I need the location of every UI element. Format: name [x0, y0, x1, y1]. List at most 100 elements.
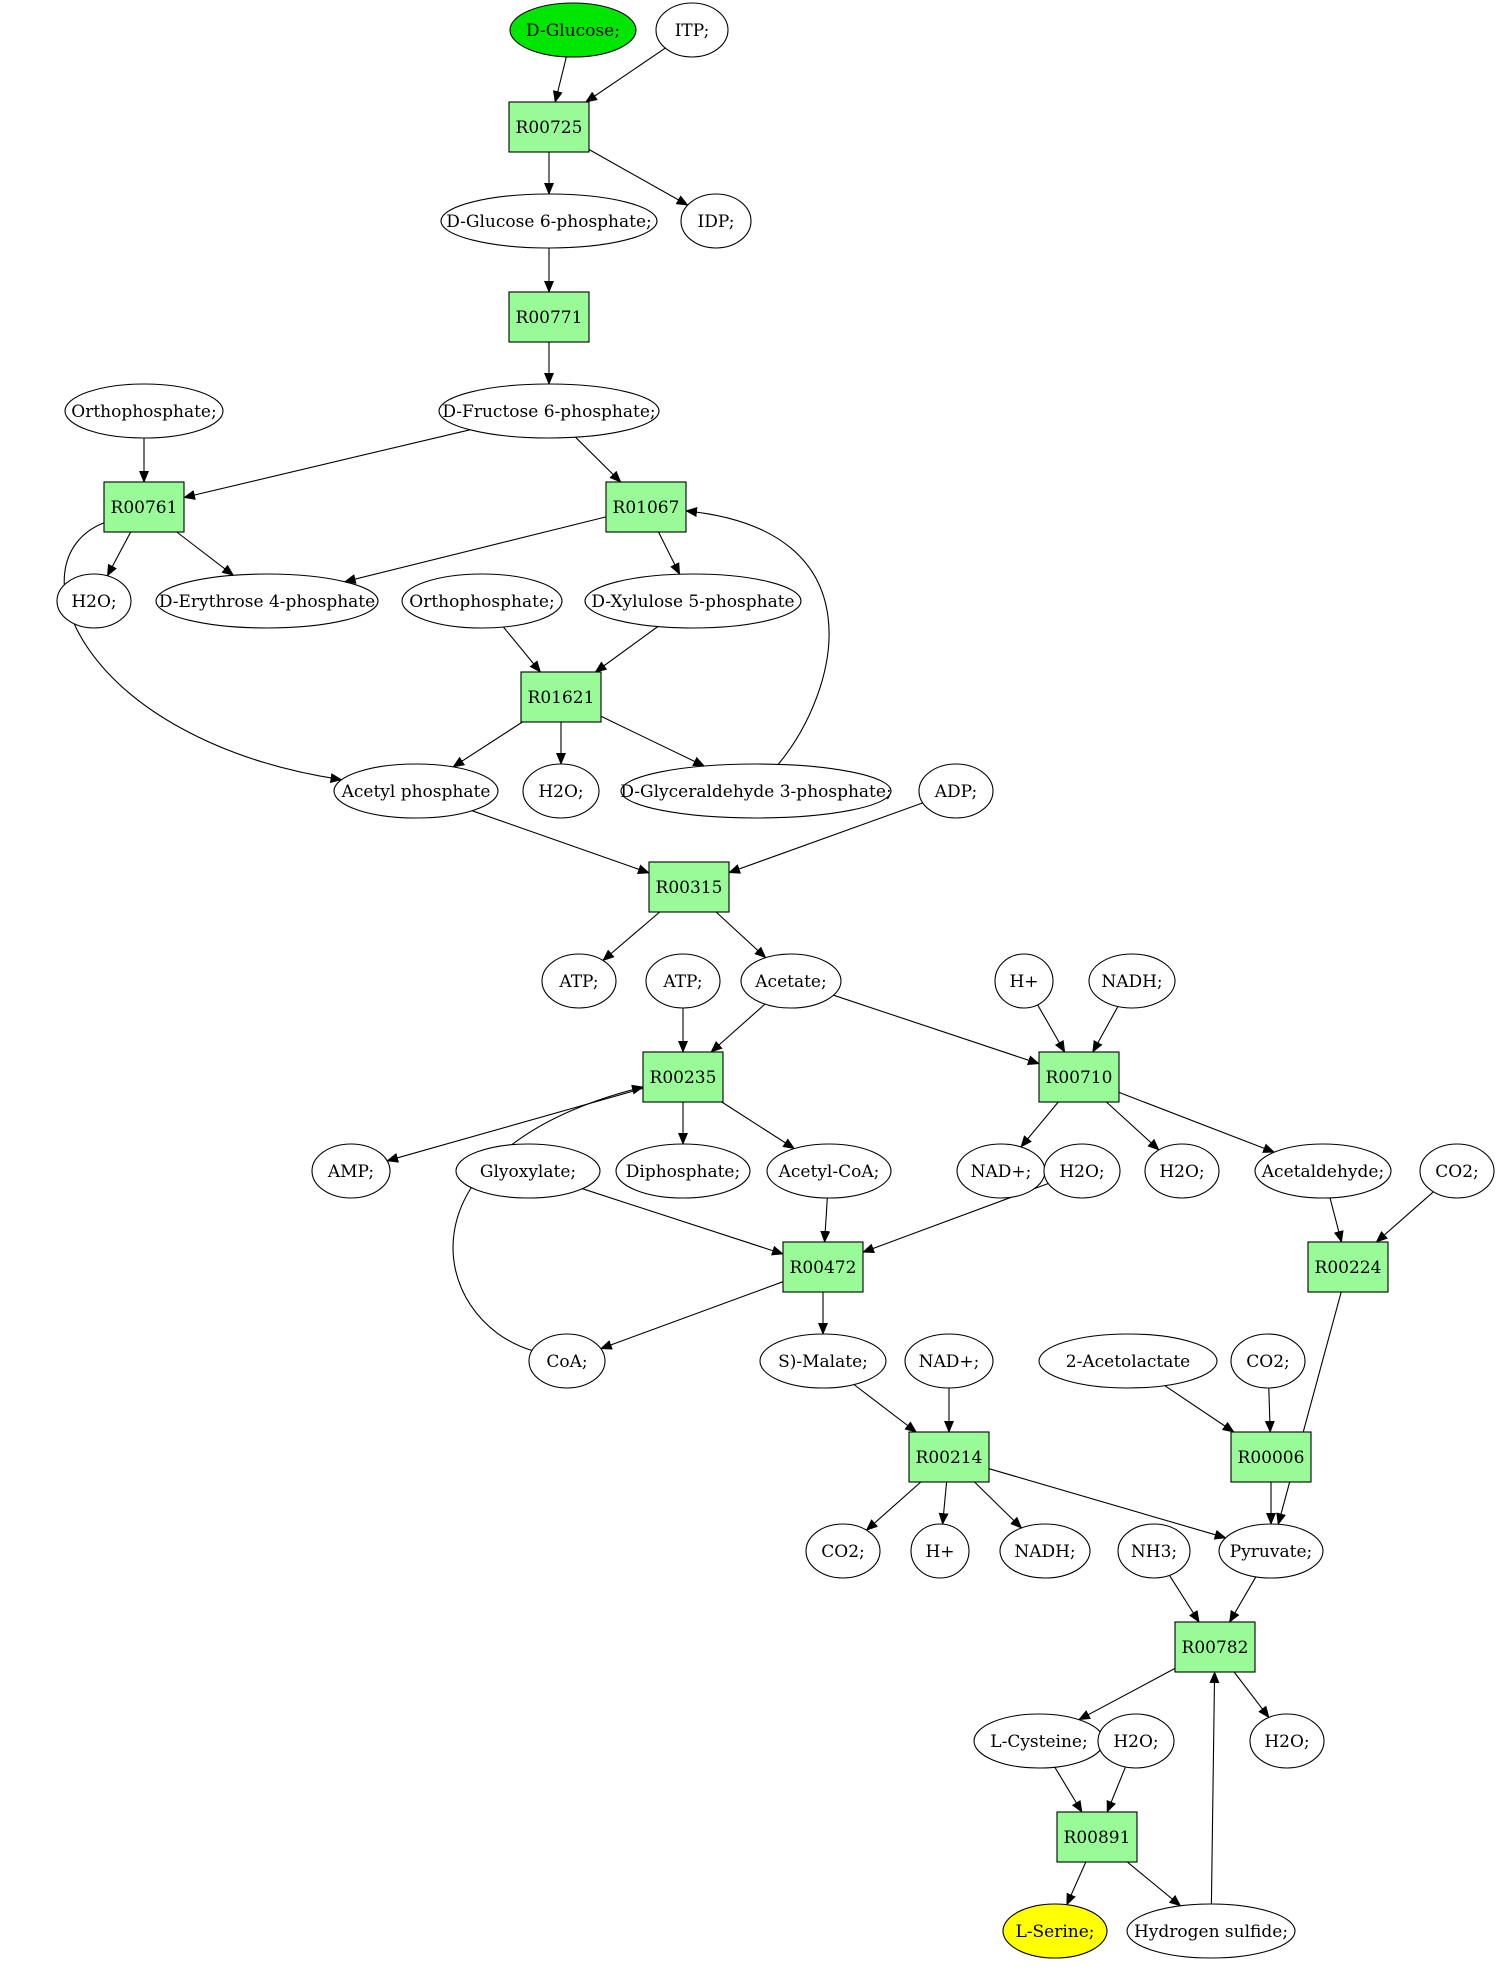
edge-h2s-to-R00782: [1209, 1671, 1220, 1905]
edge-R01067-to-x5p: [658, 531, 681, 576]
edge-R00315-to-acetate: [715, 911, 767, 959]
edge-glyox-to-R00472: [582, 1188, 784, 1256]
edge-R00761-to-h2o_1: [106, 531, 132, 577]
metabolite-shape: [584, 573, 802, 629]
edge-acp-to-R00315: [471, 810, 650, 874]
metabolite-node-co2_2: CO2;: [1230, 1333, 1306, 1389]
reaction-node-R00782: R00782: [1174, 1621, 1256, 1673]
metabolite-node-serine: L-Serine;: [1002, 1903, 1108, 1959]
metabolite-node-co2_3: CO2;: [805, 1523, 881, 1579]
metabolite-node-f6p: D-Fructose 6-phosphate;: [438, 383, 660, 439]
edge-x5p-to-R01621: [594, 626, 659, 673]
reaction-label: R00472: [790, 1258, 857, 1278]
metabolite-node-ortho1: Orthophosphate;: [64, 383, 224, 439]
metabolite-shape: [56, 573, 132, 629]
metabolite-node-h2o_5: H2O;: [1097, 1713, 1175, 1769]
reaction-box: [782, 1241, 864, 1293]
metabolite-node-glucose: D-Glucose;: [509, 2, 637, 58]
metabolite-label: Orthophosphate;: [71, 402, 216, 422]
metabolite-shape: [1126, 1903, 1296, 1959]
edge-g3p-to-R01067: [685, 507, 830, 765]
metabolite-node-cys: L-Cysteine;: [973, 1713, 1105, 1769]
metabolite-label: H2O;: [1113, 1732, 1158, 1752]
edge-nh3-to-R00782: [1169, 1575, 1200, 1623]
metabolite-node-h2o_4: H2O;: [1144, 1143, 1220, 1199]
metabolite-node-acetate: Acetate;: [740, 953, 842, 1009]
metabolite-node-malate: S)-Malate;: [759, 1333, 887, 1389]
edge-R01067-to-e4p: [343, 516, 607, 584]
metabolite-node-nh3: NH3;: [1117, 1523, 1191, 1579]
metabolite-label: CO2;: [821, 1542, 865, 1562]
edge-R00214-to-nadh2: [974, 1481, 1023, 1529]
reaction-box: [508, 101, 590, 153]
metabolite-label: NAD+;: [971, 1162, 1032, 1182]
metabolite-label: H2O;: [1264, 1732, 1309, 1752]
metabolite-node-h2o_3: H2O;: [1043, 1143, 1121, 1199]
metabolite-label: Acetyl-CoA;: [778, 1162, 880, 1182]
edge-glucose-to-R00725: [552, 56, 567, 103]
reaction-label: R01621: [528, 688, 595, 708]
metabolite-shape: [1218, 1523, 1324, 1579]
edge-R00761-to-acp: [63, 522, 343, 783]
edge-R01621-to-g3p: [600, 715, 706, 767]
metabolite-node-itp: ITP;: [655, 2, 729, 58]
reaction-label: R00224: [1315, 1258, 1382, 1278]
metabolite-shape: [999, 1523, 1091, 1579]
edge-f6p-to-R01067: [575, 436, 622, 483]
metabolite-shape: [680, 193, 752, 249]
reaction-label: R00761: [111, 498, 178, 518]
metabolite-node-ortho2: Orthophosphate;: [401, 573, 563, 629]
metabolite-node-acetolac: 2-Acetolactate: [1038, 1333, 1218, 1389]
edge-hplus1-to-R00710: [1037, 1004, 1066, 1053]
metabolite-node-h2o_6: H2O;: [1249, 1713, 1325, 1769]
reaction-box: [1056, 1811, 1138, 1863]
metabolite-shape: [528, 1333, 606, 1389]
metabolite-shape: [311, 1143, 391, 1199]
edge-f6p-to-R00761: [183, 429, 471, 500]
metabolite-node-h2o_2: H2O;: [522, 763, 600, 819]
metabolite-label: Orthophosphate;: [409, 592, 554, 612]
edge-acetate-to-R00710: [833, 994, 1040, 1065]
edge-R00472-to-coa: [599, 1281, 784, 1350]
metabolite-label: H+: [925, 1542, 954, 1562]
reaction-node-R00235: R00235: [642, 1051, 724, 1103]
metabolite-node-atp1: ATP;: [541, 953, 617, 1009]
metabolite-label: H2O;: [538, 782, 583, 802]
metabolite-label: NH3;: [1131, 1542, 1177, 1562]
metabolite-shape: [645, 953, 721, 1009]
reaction-node-R00891: R00891: [1056, 1811, 1138, 1863]
metabolite-shape: [904, 1333, 994, 1389]
metabolite-node-nadh1: NADH;: [1088, 953, 1176, 1009]
metabolite-shape: [910, 1523, 970, 1579]
edge-R00214-to-pyruvate: [988, 1468, 1227, 1540]
edge-itp-to-R00725: [585, 47, 666, 103]
metabolite-label: Acetyl phosphate: [341, 782, 491, 802]
metabolite-shape: [759, 1333, 887, 1389]
metabolite-label: NAD+;: [919, 1352, 980, 1372]
reaction-box: [642, 1051, 724, 1103]
metabolite-label: D-Glucose;: [526, 21, 620, 41]
metabolite-node-nadp1: NAD+;: [956, 1143, 1046, 1199]
metabolite-node-adp: ADP;: [918, 763, 994, 819]
metabolite-node-atp2: ATP;: [645, 953, 721, 1009]
metabolite-label: L-Serine;: [1015, 1922, 1094, 1942]
edge-acald-to-R00224: [1329, 1197, 1344, 1243]
reaction-label: R00710: [1046, 1068, 1113, 1088]
metabolite-label: Diphosphate;: [626, 1162, 740, 1182]
metabolite-shape: [1249, 1713, 1325, 1769]
reaction-node-R00710: R00710: [1038, 1051, 1120, 1103]
metabolite-node-hplus1: H+: [994, 953, 1054, 1009]
metabolite-shape: [1002, 1903, 1108, 1959]
edge-R00315-to-atp1: [602, 911, 661, 962]
metabolite-label: Acetaldehyde;: [1261, 1162, 1384, 1182]
reaction-label: R01067: [613, 498, 680, 518]
edge-R00214-to-co2_3: [865, 1481, 922, 1531]
reaction-node-R00224: R00224: [1307, 1241, 1389, 1293]
edge-cys-to-R00891: [1054, 1766, 1083, 1813]
metabolite-shape: [740, 953, 842, 1009]
edge-nadh1-to-R00710: [1092, 1006, 1119, 1053]
reaction-box: [1038, 1051, 1120, 1103]
metabolite-shape: [620, 763, 892, 819]
edge-layer: [63, 47, 1434, 1907]
metabolite-shape: [64, 383, 224, 439]
